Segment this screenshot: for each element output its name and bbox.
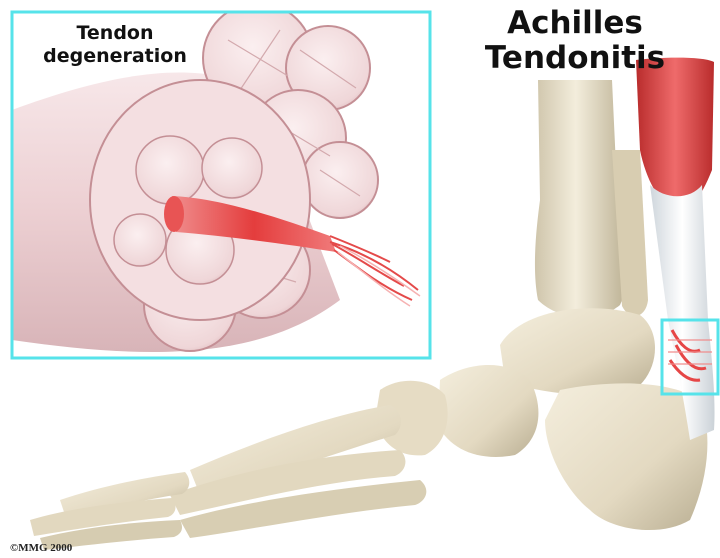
copyright-notice: ©MMG 2000 (10, 542, 72, 554)
diagram-title: Achilles Tendonitis (440, 6, 710, 76)
toe-bones (30, 472, 189, 550)
calcaneus-bone (545, 383, 707, 530)
inset-label-line-1: Tendon (20, 22, 210, 45)
tibia-bone (535, 80, 626, 317)
navicular-cuboid-bones (375, 365, 538, 457)
calf-muscle (636, 58, 714, 212)
inset-label: Tendon degeneration (20, 22, 210, 68)
inset-label-line-2: degeneration (20, 45, 210, 68)
title-line-1: Achilles (440, 6, 710, 41)
title-line-2: Tendonitis (440, 41, 710, 76)
metatarsal-bones (170, 405, 426, 538)
